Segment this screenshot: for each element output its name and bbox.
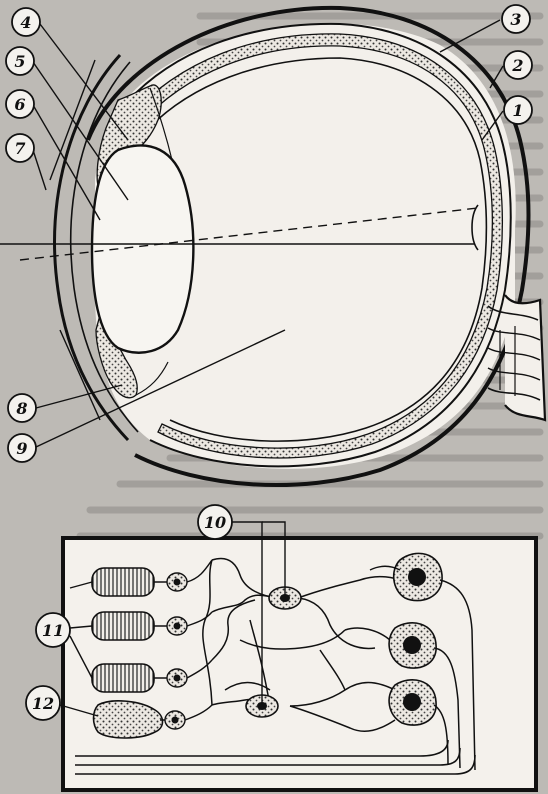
svg-text:6: 6 bbox=[14, 95, 25, 114]
rod-cell-3 bbox=[91, 659, 213, 693]
neuron-network bbox=[202, 557, 401, 732]
callout-1: 1 bbox=[503, 95, 533, 125]
cornea-inner bbox=[69, 61, 139, 433]
rod-cell-2 bbox=[91, 611, 213, 641]
svg-text:3: 3 bbox=[510, 10, 521, 29]
svg-text:8: 8 bbox=[15, 399, 27, 418]
svg-text:10: 10 bbox=[204, 513, 226, 532]
callout-11: 11 bbox=[35, 612, 71, 648]
ciliary-zonule-lower bbox=[135, 361, 169, 396]
callout-9: 9 bbox=[7, 433, 37, 463]
ganglion-cell-1 bbox=[369, 552, 476, 771]
eyeball-interior bbox=[95, 23, 516, 469]
ciliary-zonule-upper bbox=[149, 87, 173, 161]
svg-text:9: 9 bbox=[16, 439, 27, 458]
callout-7: 7 bbox=[5, 133, 35, 163]
rod-cell-1 bbox=[91, 559, 213, 597]
svg-text:4: 4 bbox=[20, 13, 31, 32]
svg-text:5: 5 bbox=[14, 52, 25, 71]
ganglion-cell-2 bbox=[388, 622, 461, 769]
svg-text:11: 11 bbox=[42, 621, 64, 640]
callout-3: 3 bbox=[501, 4, 531, 34]
retina bbox=[144, 57, 488, 442]
leader-lines bbox=[32, 19, 504, 717]
ganglion-cell-3 bbox=[388, 679, 449, 766]
callout-2: 2 bbox=[503, 50, 533, 80]
lens bbox=[90, 144, 195, 354]
svg-text:1: 1 bbox=[512, 101, 523, 120]
callout-4: 4 bbox=[11, 7, 41, 37]
optical-axis-dashed bbox=[19, 207, 479, 261]
callout-10: 10 bbox=[197, 504, 233, 540]
eyelid-line-lower bbox=[59, 329, 101, 421]
sclera-outer bbox=[86, 5, 531, 488]
fovea bbox=[471, 204, 479, 251]
callout-5: 5 bbox=[5, 46, 35, 76]
callout-6: 6 bbox=[5, 89, 35, 119]
svg-text:2: 2 bbox=[511, 56, 523, 75]
cornea-outer bbox=[53, 53, 130, 442]
sclera-inner bbox=[119, 22, 512, 468]
cone-cell bbox=[92, 700, 213, 739]
callout-8: 8 bbox=[7, 393, 37, 423]
svg-text:12: 12 bbox=[32, 694, 54, 713]
eye-cross-section bbox=[0, 5, 547, 488]
optic-nerve bbox=[487, 294, 547, 422]
callout-12: 12 bbox=[25, 685, 61, 721]
choroid bbox=[127, 33, 504, 459]
retina-detail-inset bbox=[61, 536, 538, 792]
nerve-fibers bbox=[75, 739, 476, 775]
svg-text:7: 7 bbox=[14, 139, 25, 158]
